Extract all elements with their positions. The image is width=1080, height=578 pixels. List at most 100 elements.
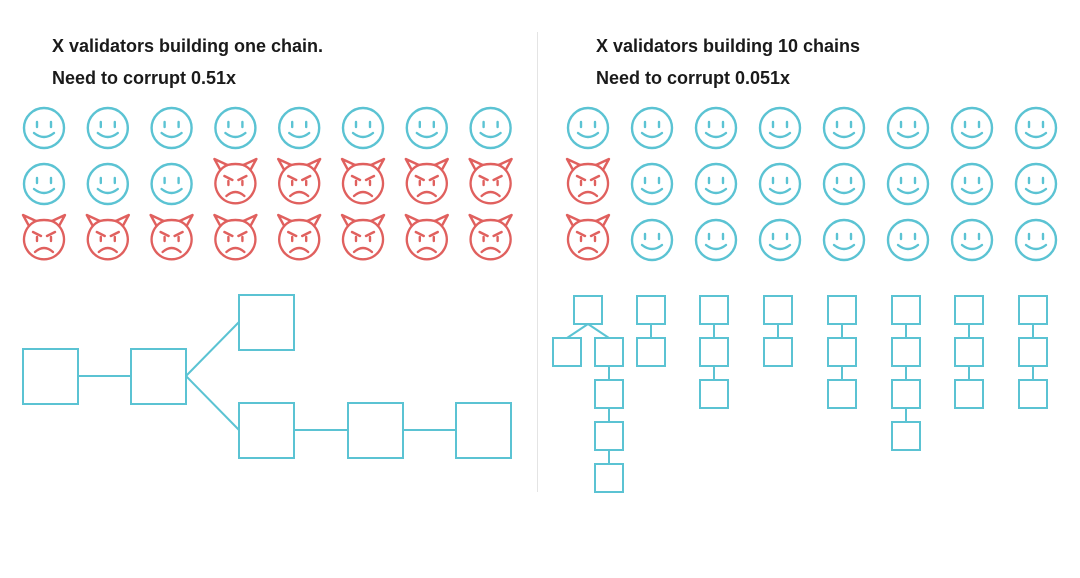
block — [573, 295, 603, 325]
chain-8 — [1018, 295, 1048, 409]
block — [699, 379, 729, 409]
devil-face-icon — [21, 213, 67, 261]
smiley-face-icon — [886, 162, 930, 206]
smiley-face-icon — [1014, 162, 1058, 206]
block — [891, 295, 921, 325]
smiley-face-icon — [950, 106, 994, 150]
smiley-face-icon — [341, 106, 385, 150]
smiley-face-icon — [822, 218, 866, 262]
smiley-face-icon — [758, 218, 802, 262]
right-panel-subtitle: Need to corrupt 0.051x — [596, 68, 791, 88]
smiley-face-icon — [694, 218, 738, 262]
block-link — [566, 323, 589, 339]
smiley-face-icon — [86, 162, 130, 206]
chain-4 — [763, 295, 793, 367]
block — [891, 337, 921, 367]
chain-diagrams — [22, 294, 1048, 493]
smiley-face-icon — [630, 218, 674, 262]
devil-face-icon — [340, 157, 386, 205]
smiley-face-icon — [950, 218, 994, 262]
block — [699, 295, 729, 325]
block — [763, 337, 793, 367]
smiley-face-icon — [630, 106, 674, 150]
ten-chains — [552, 295, 1048, 493]
devil-face-icon — [565, 213, 611, 261]
chain-2 — [636, 295, 666, 367]
block — [699, 337, 729, 367]
chain-7 — [954, 295, 984, 409]
devil-face-icon — [213, 213, 258, 261]
smiley-face-icon — [694, 106, 738, 150]
chain-6 — [891, 295, 921, 451]
devil-face-icon — [277, 213, 322, 261]
block — [636, 295, 666, 325]
block — [827, 295, 857, 325]
devil-face-icon — [340, 213, 386, 261]
forked-chain — [552, 295, 624, 493]
devil-face-icon — [85, 213, 130, 261]
smiley-face-icon — [22, 106, 66, 150]
smiley-face-icon — [1014, 218, 1058, 262]
smiley-face-icon — [886, 106, 930, 150]
block — [1018, 337, 1048, 367]
block — [130, 348, 187, 405]
chain-5 — [827, 295, 857, 409]
devil-face-icon — [213, 157, 258, 205]
devil-face-icon — [468, 213, 513, 261]
block — [347, 402, 404, 459]
panel-divider — [537, 32, 538, 492]
smiley-face-icon — [950, 162, 994, 206]
block-link — [185, 321, 240, 377]
left-validator-grid — [21, 106, 513, 261]
smiley-face-icon — [758, 162, 802, 206]
block — [954, 295, 984, 325]
devil-face-icon — [565, 157, 611, 205]
single-chain — [22, 294, 512, 459]
smiley-face-icon — [630, 162, 674, 206]
block — [594, 379, 624, 409]
devil-face-icon — [149, 213, 194, 261]
block — [238, 402, 295, 459]
smiley-face-icon — [22, 162, 66, 206]
block — [636, 337, 666, 367]
smiley-face-icon — [405, 106, 448, 150]
block — [827, 379, 857, 409]
smiley-face-icon — [758, 106, 802, 150]
chain-3 — [699, 295, 729, 409]
block-link — [185, 375, 240, 431]
block — [891, 421, 921, 451]
devil-face-icon — [404, 213, 449, 261]
block — [1018, 295, 1048, 325]
validator-grids — [21, 106, 1058, 262]
smiley-face-icon — [886, 218, 930, 262]
smiley-face-icon — [278, 106, 321, 150]
smiley-face-icon — [566, 106, 610, 150]
smiley-face-icon — [822, 106, 866, 150]
left-panel-subtitle: Need to corrupt 0.51x — [52, 68, 237, 88]
smiley-face-icon — [1014, 106, 1058, 150]
smiley-face-icon — [694, 162, 738, 206]
smiley-face-icon — [214, 106, 257, 150]
block — [238, 294, 295, 351]
block-link — [587, 323, 610, 339]
smiley-face-icon — [150, 106, 193, 150]
block — [594, 337, 624, 367]
block — [763, 295, 793, 325]
devil-face-icon — [277, 157, 322, 205]
block — [594, 463, 624, 493]
smiley-face-icon — [469, 106, 512, 150]
right-panel-title: X validators building 10 chains — [596, 36, 861, 56]
block — [954, 337, 984, 367]
devil-face-icon — [404, 157, 449, 205]
right-validator-grid — [565, 106, 1058, 262]
block — [594, 421, 624, 451]
block — [891, 379, 921, 409]
block — [455, 402, 512, 459]
block — [954, 379, 984, 409]
left-panel-title: X validators building one chain. — [52, 36, 324, 56]
block — [552, 337, 582, 367]
block — [1018, 379, 1048, 409]
block — [827, 337, 857, 367]
smiley-face-icon — [150, 162, 193, 206]
